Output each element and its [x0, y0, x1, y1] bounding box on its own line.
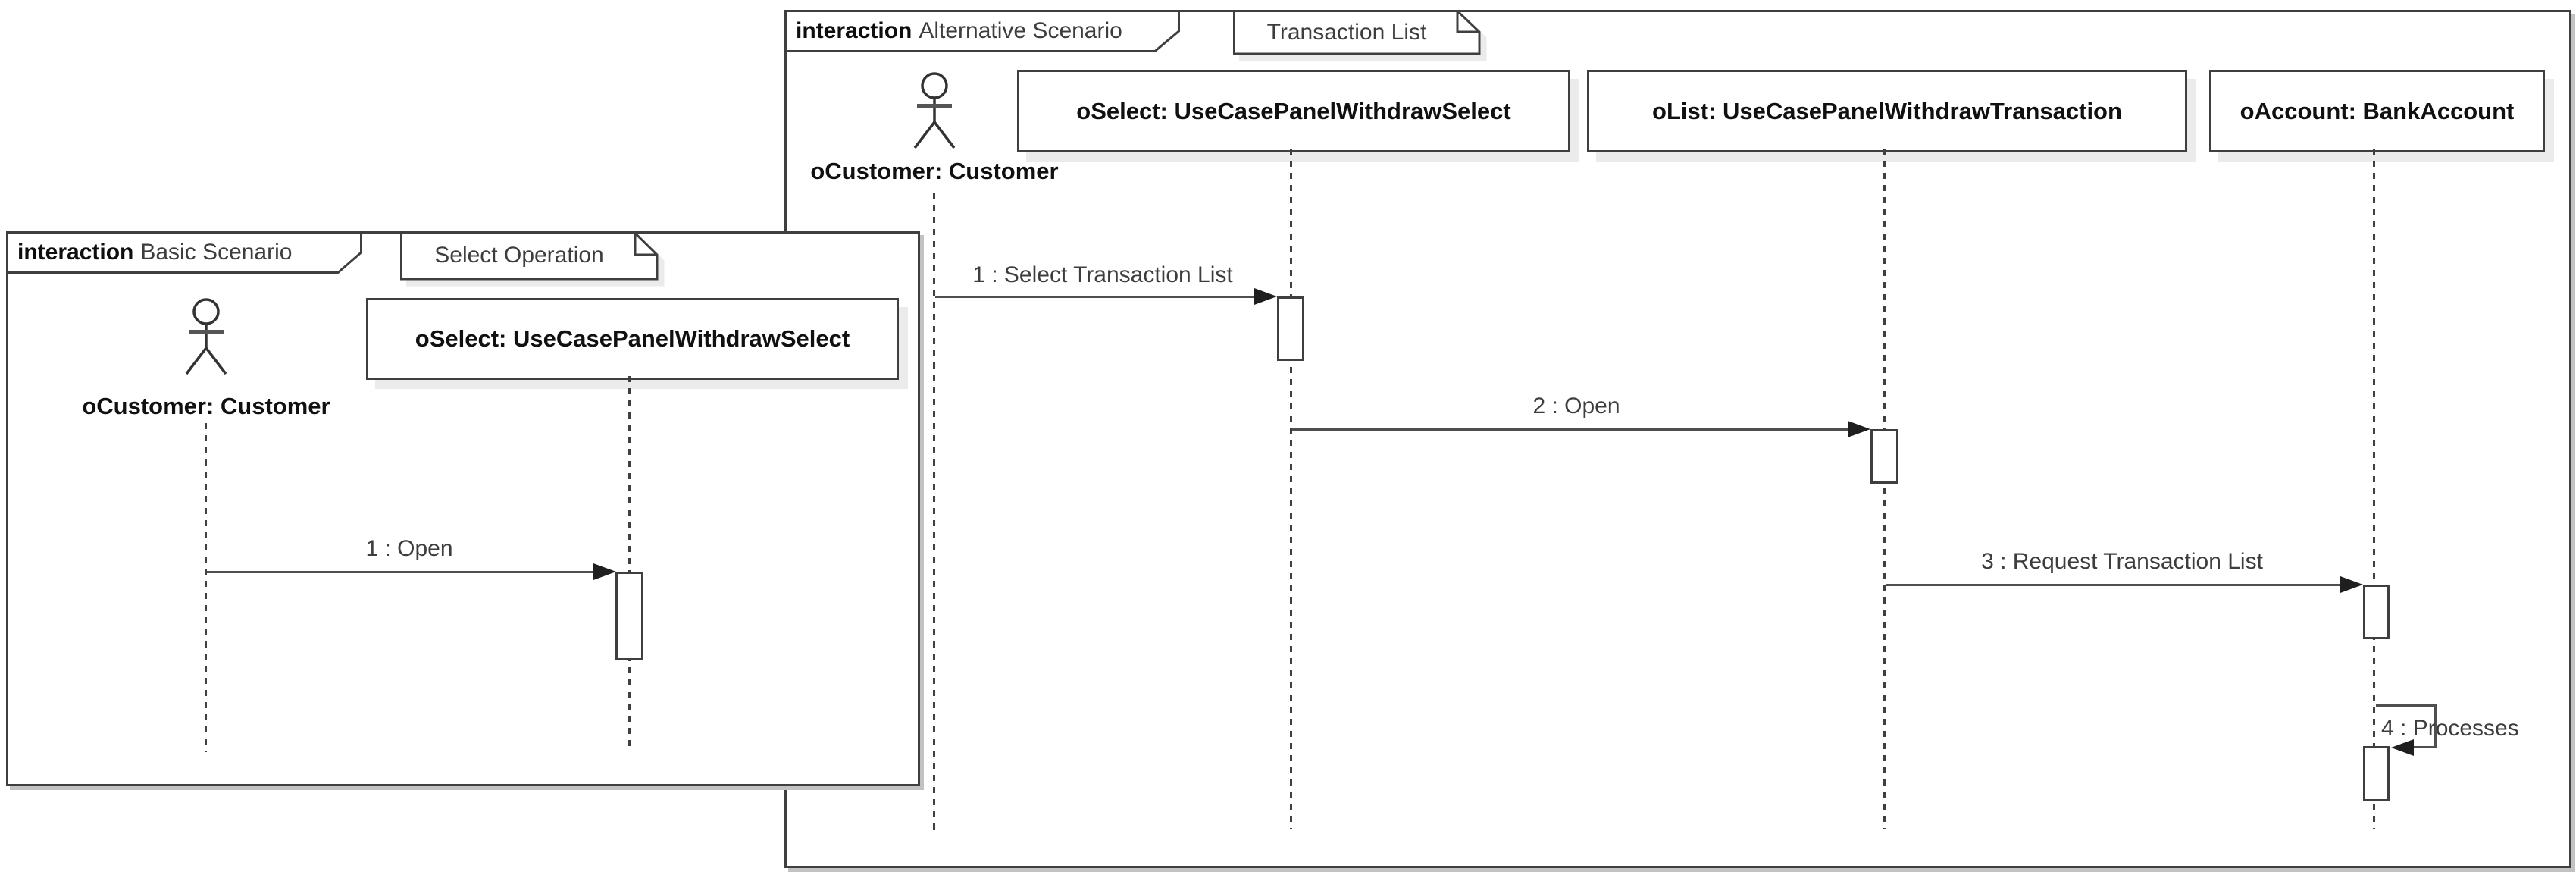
activation-olist[interactable]	[1870, 429, 1898, 484]
arrowhead-icon	[1848, 421, 1870, 438]
message-label: 3 : Request Transaction List	[1981, 549, 2263, 574]
note-select-operation-label: Select Operation	[434, 243, 604, 268]
lifeline-ocustomer-alternative[interactable]	[933, 193, 935, 830]
lifeline-olist[interactable]	[1883, 149, 1886, 829]
object-box-oselect-alternative[interactable]: oSelect: UseCasePanelWithdrawSelect	[1017, 70, 1570, 152]
frame-keyword: interaction	[796, 18, 912, 43]
object-label-olist: oList: UseCasePanelWithdrawTransaction	[1652, 97, 2122, 124]
message-line[interactable]	[935, 296, 1257, 298]
activation-oselect-basic[interactable]	[615, 572, 643, 660]
note-select-operation[interactable]	[400, 232, 659, 281]
lifeline-ocustomer-basic[interactable]	[205, 423, 207, 752]
note-transaction-list-label: Transaction List	[1266, 20, 1427, 45]
frame-pentagon-basic[interactable]	[6, 231, 362, 274]
note-transaction-list[interactable]	[1233, 10, 1481, 55]
message-label: 4 : Processes	[2381, 716, 2519, 741]
message-line[interactable]	[1886, 584, 2343, 586]
message-line[interactable]	[1292, 428, 1851, 431]
self-message-top-segment[interactable]	[2376, 704, 2437, 707]
arrowhead-icon	[2340, 576, 2363, 593]
frame-keyword: interaction	[17, 240, 134, 265]
object-box-olist[interactable]: oList: UseCasePanelWithdrawTransaction	[1587, 70, 2187, 152]
actor-label-ocustomer-alternative: oCustomer: Customer	[810, 158, 1059, 184]
arrowhead-icon	[2391, 739, 2414, 756]
arrowhead-icon	[593, 563, 616, 580]
activation-oselect-alternative[interactable]	[1277, 296, 1304, 361]
object-box-oselect-basic[interactable]: oSelect: UseCasePanelWithdrawSelect	[366, 298, 899, 380]
object-label-oselect-alternative: oSelect: UseCasePanelWithdrawSelect	[1076, 97, 1511, 124]
self-message-right-segment[interactable]	[2434, 704, 2437, 748]
message-line[interactable]	[207, 571, 596, 573]
interaction-frame-alternative[interactable]	[784, 10, 2571, 868]
message-label: 1 : Select Transaction List	[972, 262, 1233, 287]
object-label-oaccount: oAccount: BankAccount	[2240, 97, 2515, 124]
arrowhead-icon	[1254, 288, 1277, 305]
lifeline-oselect-alternative[interactable]	[1290, 149, 1292, 829]
object-label-oselect-basic: oSelect: UseCasePanelWithdrawSelect	[415, 325, 850, 352]
lifeline-oaccount[interactable]	[2373, 149, 2375, 829]
actor-label-ocustomer-basic: oCustomer: Customer	[82, 393, 330, 419]
activation-oaccount-processes[interactable]	[2363, 746, 2390, 801]
frame-pentagon-alternative[interactable]	[784, 10, 1180, 52]
actor-ocustomer-alternative[interactable]	[906, 72, 963, 149]
message-label: 1 : Open	[365, 536, 453, 561]
object-box-oaccount[interactable]: oAccount: BankAccount	[2209, 70, 2545, 152]
lifeline-oselect-basic[interactable]	[628, 376, 631, 752]
actor-ocustomer-basic[interactable]	[177, 298, 235, 375]
self-message-return-segment[interactable]	[2412, 746, 2437, 748]
activation-oaccount-request[interactable]	[2363, 585, 2390, 639]
message-label: 2 : Open	[1532, 394, 1620, 419]
